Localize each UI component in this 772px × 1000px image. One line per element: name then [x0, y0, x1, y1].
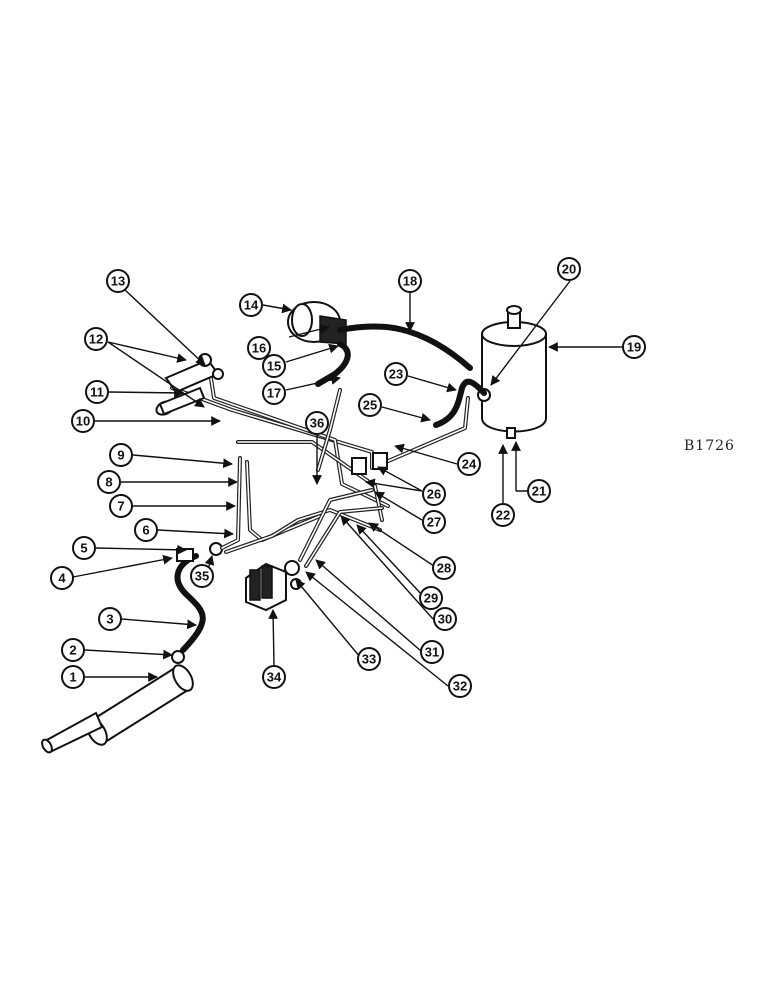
- callout-4: 4: [50, 566, 74, 590]
- svg-text:5: 5: [80, 541, 87, 556]
- callout-28: 28: [432, 556, 456, 580]
- svg-text:13: 13: [111, 274, 125, 289]
- svg-text:12: 12: [89, 332, 103, 347]
- drawing-code: B1726: [684, 438, 735, 454]
- svg-text:21: 21: [532, 484, 546, 499]
- svg-text:27: 27: [427, 515, 441, 530]
- tube-network: [170, 370, 470, 568]
- svg-text:16: 16: [252, 341, 266, 356]
- svg-text:36: 36: [310, 416, 324, 431]
- callout-14: 14: [239, 293, 263, 317]
- callout-13: 13: [106, 269, 130, 293]
- svg-text:30: 30: [438, 612, 452, 627]
- svg-text:35: 35: [195, 569, 209, 584]
- callout-2: 2: [61, 638, 85, 662]
- callout-18: 18: [398, 269, 422, 293]
- callout-15: 15: [262, 354, 286, 378]
- svg-text:8: 8: [105, 475, 112, 490]
- callout-23: 23: [384, 362, 408, 386]
- svg-text:9: 9: [117, 448, 124, 463]
- callout-8: 8: [97, 470, 121, 494]
- svg-text:32: 32: [453, 679, 467, 694]
- callout-32: 32: [448, 674, 472, 698]
- svg-text:22: 22: [496, 508, 510, 523]
- callout-6: 6: [134, 518, 158, 542]
- svg-text:28: 28: [437, 561, 451, 576]
- svg-text:23: 23: [389, 367, 403, 382]
- svg-text:20: 20: [562, 262, 576, 277]
- callout-33: 33: [357, 647, 381, 671]
- callout-12: 12: [84, 327, 108, 351]
- callout-16: 16: [247, 336, 271, 360]
- callout-31: 31: [420, 640, 444, 664]
- svg-text:15: 15: [267, 359, 281, 374]
- callout-9: 9: [109, 443, 133, 467]
- svg-text:25: 25: [363, 398, 377, 413]
- callout-11: 11: [85, 380, 109, 404]
- callout-1: 1: [61, 665, 85, 689]
- control-valve: [245, 560, 302, 612]
- svg-text:1: 1: [69, 670, 76, 685]
- callout-21: 21: [527, 479, 551, 503]
- svg-text:31: 31: [425, 645, 439, 660]
- callout-19: 19: [622, 335, 646, 359]
- svg-text:26: 26: [427, 487, 441, 502]
- illustration: [41, 301, 547, 754]
- svg-text:6: 6: [142, 523, 149, 538]
- svg-text:29: 29: [424, 591, 438, 606]
- svg-text:7: 7: [117, 499, 124, 514]
- svg-text:10: 10: [76, 414, 90, 429]
- callout-5: 5: [72, 536, 96, 560]
- callout-17: 17: [262, 381, 286, 405]
- svg-text:19: 19: [627, 340, 641, 355]
- callout-34: 34: [262, 665, 286, 689]
- callout-35: 35: [190, 564, 214, 588]
- callout-26: 26: [422, 482, 446, 506]
- callout-20: 20: [557, 257, 581, 281]
- reservoir-tank: [477, 305, 547, 439]
- svg-text:3: 3: [106, 612, 113, 627]
- leader-lines: [72, 280, 622, 687]
- cylinder-part: [41, 650, 194, 754]
- pump: [287, 301, 347, 345]
- callout-7: 7: [109, 494, 133, 518]
- svg-text:4: 4: [58, 571, 66, 586]
- svg-text:14: 14: [244, 298, 259, 313]
- callout-29: 29: [419, 586, 443, 610]
- callout-22: 22: [491, 503, 515, 527]
- svg-text:18: 18: [403, 274, 417, 289]
- svg-text:17: 17: [267, 386, 281, 401]
- callout-3: 3: [98, 607, 122, 631]
- svg-text:24: 24: [462, 457, 477, 472]
- callout-25: 25: [358, 393, 382, 417]
- svg-text:34: 34: [267, 670, 282, 685]
- callout-10: 10: [71, 409, 95, 433]
- svg-text:2: 2: [69, 643, 76, 658]
- callout-30: 30: [433, 607, 457, 631]
- callout-27: 27: [422, 510, 446, 534]
- svg-text:11: 11: [90, 385, 104, 400]
- svg-text:33: 33: [362, 652, 376, 667]
- callout-36: 36: [305, 411, 329, 435]
- callout-24: 24: [457, 452, 481, 476]
